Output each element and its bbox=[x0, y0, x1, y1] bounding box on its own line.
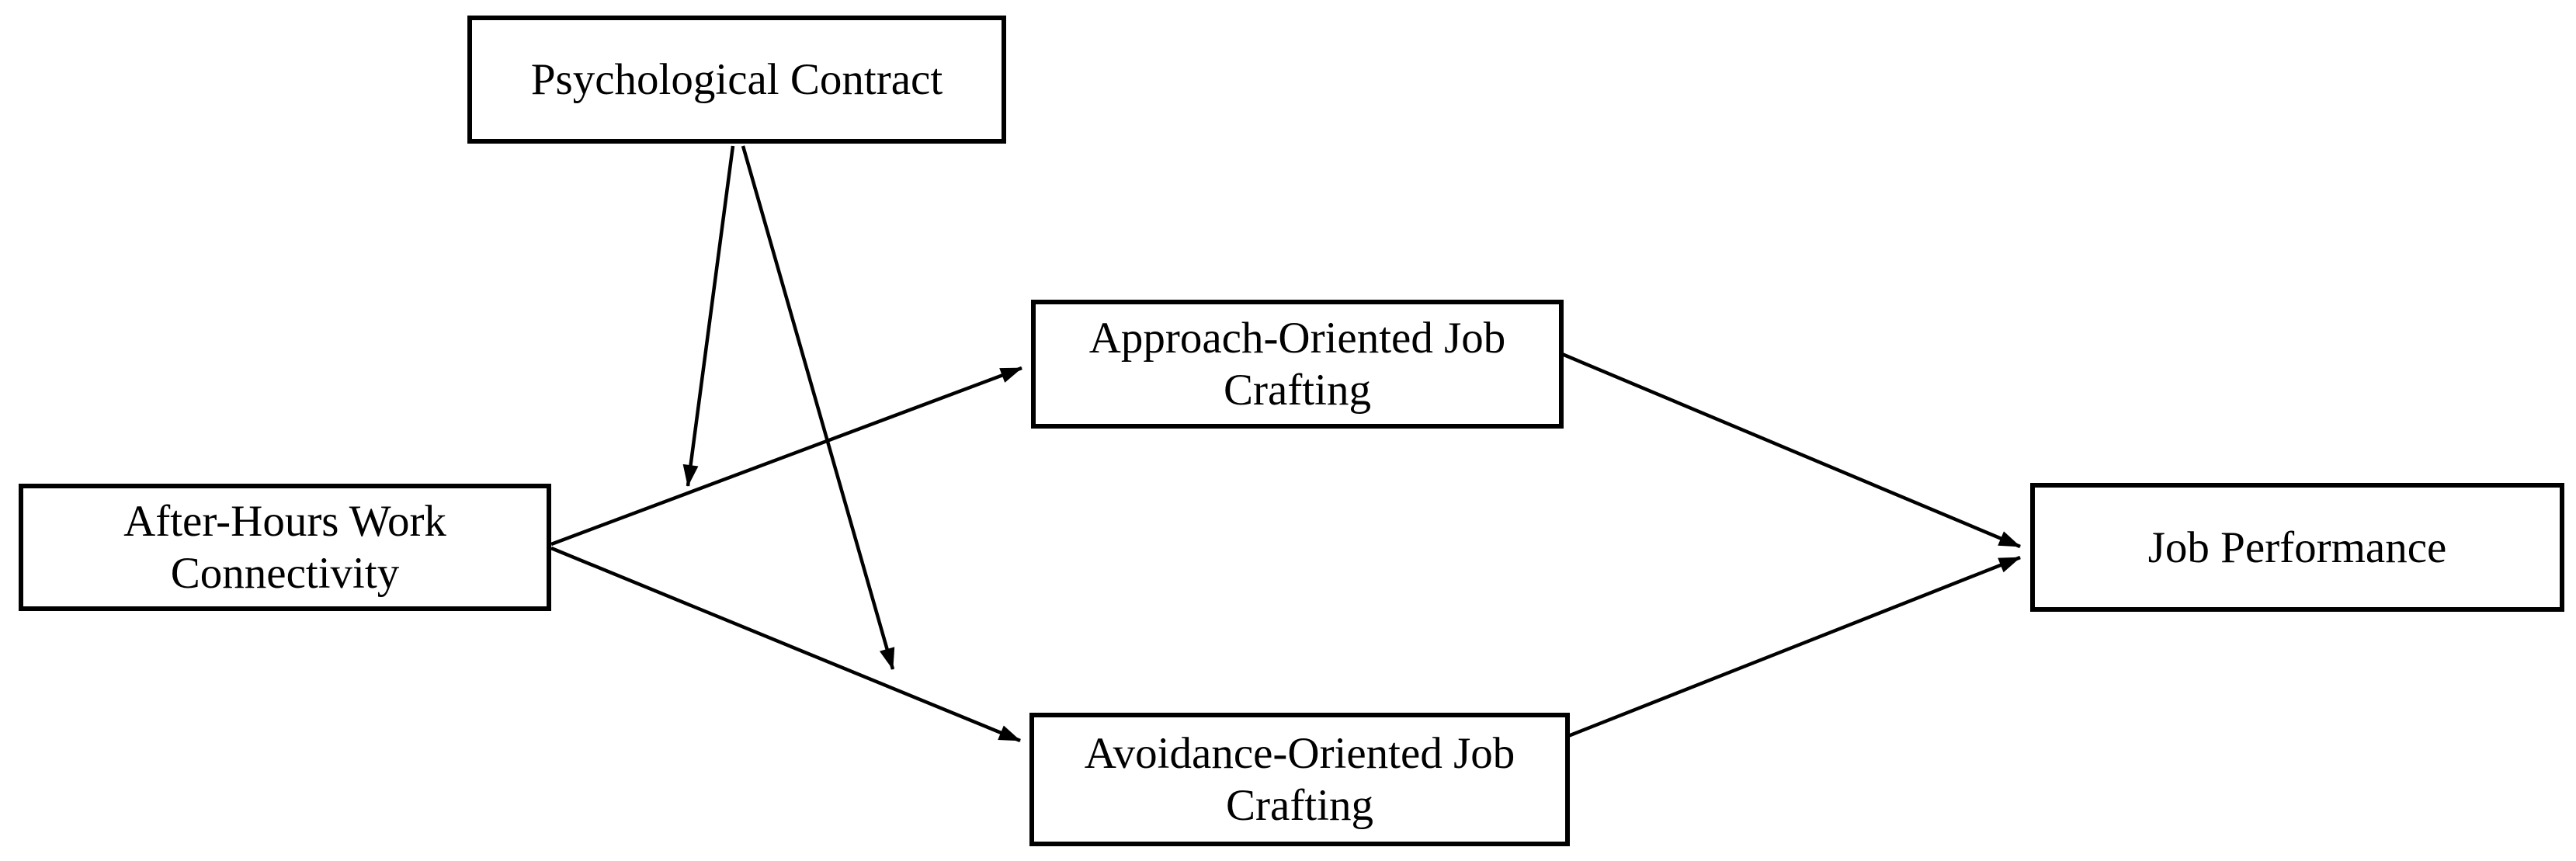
node-approach-oriented-job-crafting: Approach-Oriented Job Crafting bbox=[1031, 300, 1564, 429]
arrow-avoidance-crafting-to-job-performance bbox=[1567, 555, 2021, 738]
node-job-performance: Job Performance bbox=[2030, 483, 2564, 612]
node-approach-oriented-job-crafting-label: Approach-Oriented Job Crafting bbox=[1088, 314, 1506, 415]
node-psychological-contract: Psychological Contract bbox=[467, 16, 1006, 144]
node-after-hours-work-connectivity: After-Hours Work Connectivity bbox=[19, 484, 551, 611]
node-avoidance-oriented-job-crafting: Avoidance-Oriented Job Crafting bbox=[1029, 713, 1570, 846]
node-psychological-contract-label: Psychological Contract bbox=[530, 55, 943, 104]
moderation-arrow-contract-on-approach-path bbox=[682, 145, 735, 487]
node-job-performance-label: Job Performance bbox=[2147, 523, 2447, 572]
node-after-hours-work-connectivity-label: After-Hours Work Connectivity bbox=[123, 497, 446, 598]
moderation-arrow-contract-on-avoidance-path bbox=[741, 145, 895, 670]
arrow-connectivity-to-approach-crafting bbox=[550, 366, 1022, 547]
node-avoidance-oriented-job-crafting-label: Avoidance-Oriented Job Crafting bbox=[1084, 729, 1515, 830]
arrow-approach-crafting-to-job-performance bbox=[1561, 352, 2021, 549]
arrow-connectivity-to-avoidance-crafting bbox=[550, 546, 1021, 743]
